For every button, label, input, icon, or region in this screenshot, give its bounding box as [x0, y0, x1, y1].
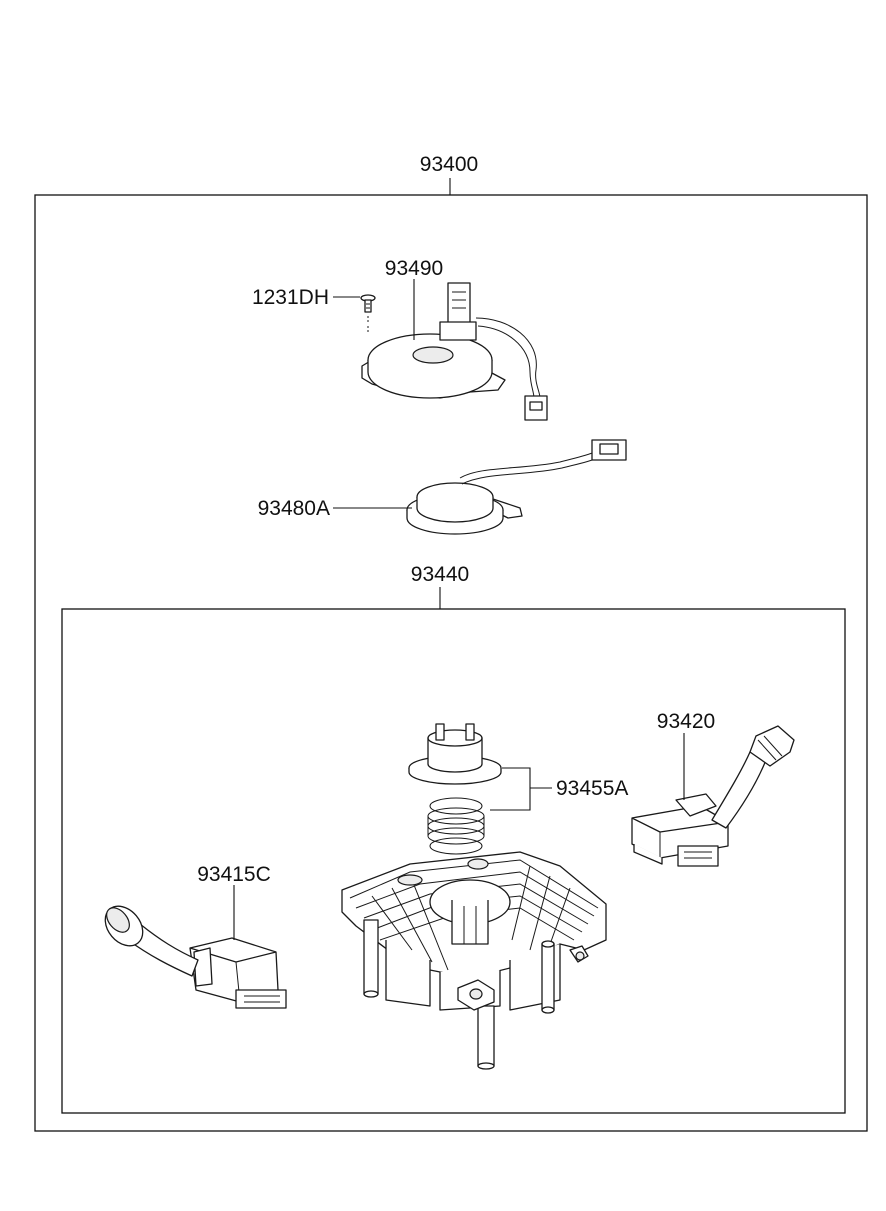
switch-body-part: [341, 851, 607, 1070]
label-93415C[interactable]: 93415C: [197, 863, 271, 886]
sensor-part: [406, 439, 627, 535]
label-93400[interactable]: 93400: [420, 153, 478, 176]
wiper-switch-part: [104, 905, 287, 1009]
assembly-frame: [34, 194, 868, 1132]
spring-cam-leader: [490, 767, 552, 811]
lighting-switch-part: [631, 725, 795, 867]
screw-part: [360, 294, 376, 334]
clock-spring-part: [361, 282, 548, 421]
label-93440[interactable]: 93440: [411, 563, 469, 586]
label-93480A[interactable]: 93480A: [258, 497, 330, 520]
switch-assembly-frame: [61, 608, 846, 1114]
spring-part: [427, 797, 485, 855]
cam-part: [408, 723, 502, 785]
label-93455A[interactable]: 93455A: [556, 777, 628, 800]
label-93420[interactable]: 93420: [657, 710, 715, 733]
label-93490[interactable]: 93490: [385, 257, 443, 280]
label-1231DH[interactable]: 1231DH: [252, 286, 329, 309]
